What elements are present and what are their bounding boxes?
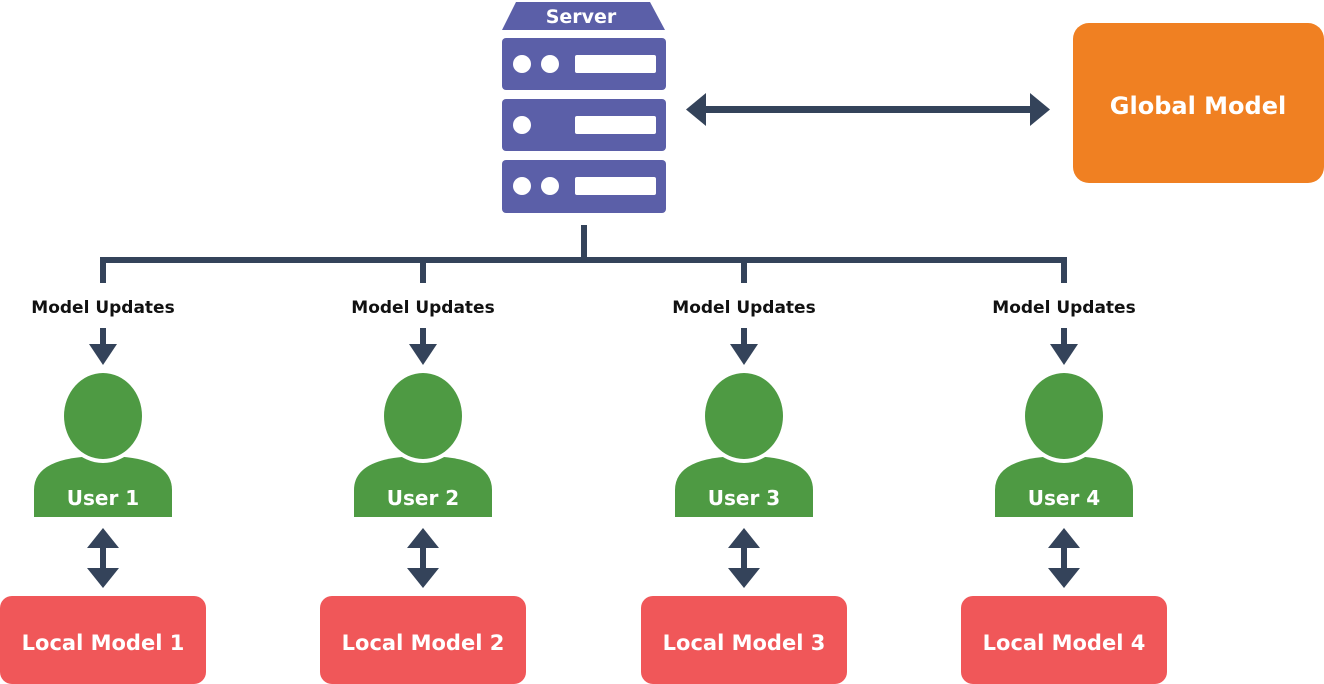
bidirectional-arrow-icon [87, 528, 119, 588]
server-unit-2-slot [575, 116, 656, 134]
local-model-box [0, 596, 206, 684]
bidirectional-arrow-icon [407, 528, 439, 588]
server-unit-1-led-2 [541, 55, 559, 73]
model-updates-label: Model Updates [672, 298, 815, 318]
server-unit-3-led-2 [541, 177, 559, 195]
model-updates-label: Model Updates [992, 298, 1135, 318]
server-global-arrow [686, 93, 1050, 126]
server-unit-1-led-1 [513, 55, 531, 73]
user-label: User 4 [1028, 486, 1100, 510]
server-top [502, 2, 665, 30]
tree-connector [100, 225, 1067, 283]
local-model-label: Local Model 2 [342, 631, 505, 655]
server-unit-2-led-1 [513, 116, 531, 134]
model-updates-label: Model Updates [31, 298, 174, 318]
model-updates-label: Model Updates [351, 298, 494, 318]
local-model-label: Local Model 4 [983, 631, 1146, 655]
local-model-label: Local Model 3 [663, 631, 826, 655]
user-icon [675, 369, 813, 517]
user-label: User 3 [708, 486, 780, 510]
user-label: User 2 [387, 486, 459, 510]
server-icon: Server [502, 2, 666, 213]
user-icon [995, 369, 1133, 517]
local-model-box [320, 596, 526, 684]
server-unit-3-led-1 [513, 177, 531, 195]
bidirectional-arrow-icon [1048, 528, 1080, 588]
local-model-box [641, 596, 847, 684]
user-icon [354, 369, 492, 517]
global-model-box [1073, 23, 1324, 183]
bidirectional-arrow-icon [728, 528, 760, 588]
user-icon [34, 369, 172, 517]
server-unit-1-slot [575, 55, 656, 73]
server-unit-3-slot [575, 177, 656, 195]
down-arrow-icon [1050, 328, 1078, 365]
down-arrow-icon [409, 328, 437, 365]
user-label: User 1 [67, 486, 139, 510]
local-model-label: Local Model 1 [22, 631, 185, 655]
global-model-label: Global Model [1110, 92, 1286, 120]
down-arrow-icon [730, 328, 758, 365]
down-arrow-icon [89, 328, 117, 365]
local-model-box [961, 596, 1167, 684]
server-label: Server [546, 6, 617, 28]
